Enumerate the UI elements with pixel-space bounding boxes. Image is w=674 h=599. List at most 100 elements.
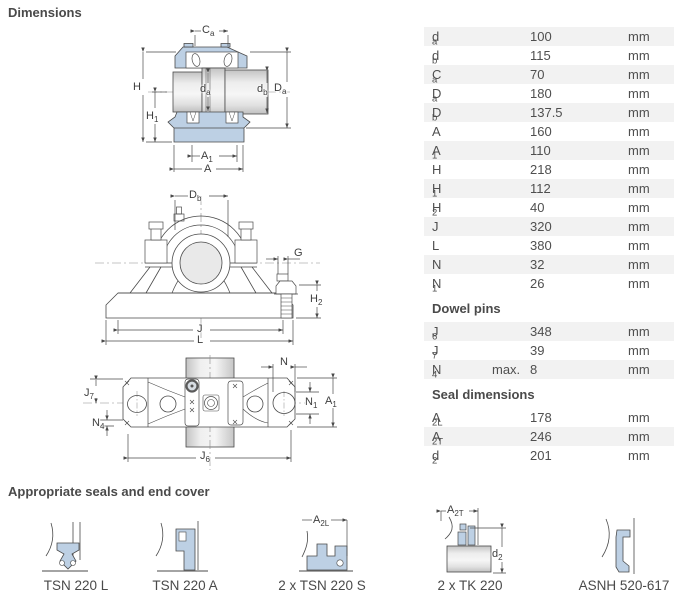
- row-unit: mm: [628, 200, 650, 215]
- row-unit: mm: [628, 448, 650, 463]
- row-value: 110: [530, 143, 551, 158]
- dim-label-J7: J7: [84, 387, 94, 402]
- front-view: [95, 194, 321, 345]
- seal-label-asnh: ASNH 520-617: [578, 578, 670, 593]
- seals-section-title: Appropriate seals and end cover: [8, 484, 210, 499]
- row-unit: mm: [628, 324, 650, 339]
- row-value: 380: [530, 238, 552, 253]
- row-value: 39: [530, 343, 545, 358]
- row-unit: mm: [628, 29, 650, 44]
- seal-thumb-tk: [436, 508, 506, 574]
- row-value: 26: [530, 276, 545, 291]
- row-unit: mm: [628, 410, 650, 425]
- dim-label-N4: N4: [92, 417, 105, 432]
- dim-label-J6: J6: [200, 450, 210, 465]
- row-value: 137.5: [530, 105, 563, 120]
- seal-thumb-asnh: [601, 518, 635, 574]
- dim-label-db: db: [257, 83, 268, 98]
- seal-label-tk: 2 x TK 220: [437, 578, 503, 593]
- dim-label-Ca: Ca: [202, 24, 215, 39]
- row-unit: mm: [628, 124, 650, 139]
- row-unit: mm: [628, 362, 650, 377]
- row-value: 115: [530, 48, 551, 63]
- row-unit: mm: [628, 238, 650, 253]
- seal-thumb-tsn-l: [42, 522, 88, 572]
- dim-label-J: J: [197, 323, 203, 335]
- row-unit: mm: [628, 67, 650, 82]
- row-unit: mm: [628, 105, 650, 120]
- row-unit: mm: [628, 143, 650, 158]
- row-value: 70: [530, 67, 545, 82]
- row-unit: mm: [628, 48, 650, 63]
- row-unit: mm: [628, 86, 650, 101]
- table-section-header: Dowel pins: [424, 293, 674, 322]
- dim-label-Da: Da: [274, 82, 287, 97]
- row-unit: mm: [628, 219, 650, 234]
- row-value: 320: [530, 219, 552, 234]
- cross-section-view: [141, 29, 291, 172]
- row-unit: mm: [628, 276, 650, 291]
- row-value: 218: [530, 162, 552, 177]
- row-value: 201: [530, 448, 552, 463]
- dim-label-da: da: [200, 83, 211, 98]
- dim-label-L: L: [197, 334, 204, 346]
- dim-label-N: N: [280, 356, 288, 368]
- seal-label-tsn-s: 2 x TSN 220 S: [278, 578, 366, 593]
- row-value: 112: [530, 181, 551, 196]
- dim-label-d2: d2: [492, 548, 503, 563]
- seal-thumb-tsn-s: [299, 518, 353, 572]
- row-unit: mm: [628, 343, 650, 358]
- row-unit: mm: [628, 162, 650, 177]
- row-value: 32: [530, 257, 545, 272]
- dim-label-A1-top: A1: [325, 395, 337, 410]
- dim-label-A2L: A2L: [313, 514, 330, 529]
- row-unit: mm: [628, 429, 650, 444]
- row-unit: mm: [628, 257, 650, 272]
- row-value: 40: [530, 200, 545, 215]
- dim-label-G: G: [294, 247, 303, 259]
- row-value: 8: [530, 362, 538, 377]
- row-value: 160: [530, 124, 552, 139]
- dim-label-H2: H2: [310, 293, 323, 308]
- dim-label-N1: N1: [305, 396, 318, 411]
- row-value: 348: [530, 324, 552, 339]
- seal-label-tsn-a: TSN 220 A: [152, 578, 218, 593]
- row-unit: mm: [628, 181, 650, 196]
- dim-label-Db: Db: [189, 189, 202, 204]
- row-value: 246: [530, 429, 552, 444]
